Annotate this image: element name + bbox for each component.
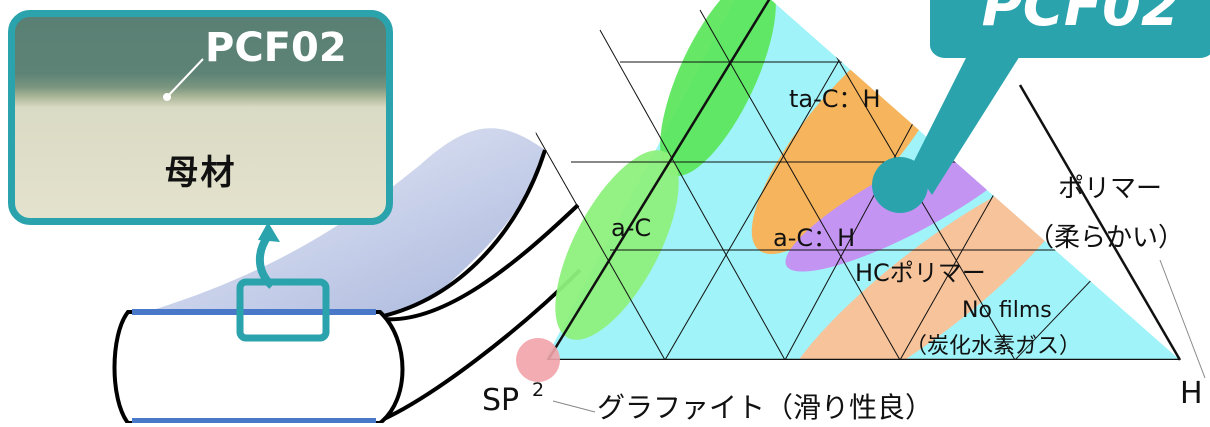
- pcf02-callout-pointer: [912, 40, 1030, 195]
- zoom-arrow: [255, 233, 275, 289]
- pcf02-callout-box: [930, 0, 1210, 58]
- label-ta-c-h: ta-C：H: [789, 85, 881, 113]
- substrate-label: 母材: [164, 153, 237, 193]
- label-hc-polymer: HCポリマー: [855, 259, 986, 287]
- label-graphite: グラファイト（滑り性良）: [597, 391, 933, 423]
- region-green-upper: [660, 0, 776, 176]
- part-surface: [120, 128, 545, 320]
- pcf02-callout-label: PCF02: [982, 0, 1180, 39]
- region-peach: [781, 171, 1079, 360]
- triangle-right-edge: [1018, 84, 1182, 361]
- graphite-leader-line: [552, 400, 596, 413]
- label-no-films: No films: [962, 298, 1052, 323]
- part-curve-right: [374, 149, 547, 320]
- coating-label: PCF02: [205, 25, 347, 71]
- zoom-region-box: [236, 278, 330, 342]
- cross-section-photo: PCF02 母材: [8, 10, 393, 225]
- pcf02-marker: [872, 157, 928, 213]
- part-curve-top: [374, 203, 580, 322]
- ternary-diagram: [530, 0, 1180, 360]
- part-illustration: [112, 128, 582, 425]
- label-polymer-sub: （柔らかい）: [1028, 223, 1184, 253]
- label-no-films-sub: （炭化水素ガス）: [905, 334, 1081, 359]
- label-a-c-h: a-C：H: [773, 224, 855, 252]
- coating-leader: [163, 58, 204, 101]
- vertex-sp2: SP: [482, 383, 519, 418]
- zoom-arrow-head: [258, 222, 280, 242]
- polymer-leader-line: [1159, 259, 1206, 379]
- part-edge-low: [374, 268, 582, 425]
- part-block: [112, 310, 405, 425]
- label-polymer: ポリマー: [1058, 174, 1162, 204]
- sp2-marker: [516, 338, 560, 382]
- vertex-sp2-sup: 2: [532, 379, 544, 401]
- vertex-h: H: [1180, 376, 1203, 411]
- label-a-c: a-C: [611, 214, 651, 242]
